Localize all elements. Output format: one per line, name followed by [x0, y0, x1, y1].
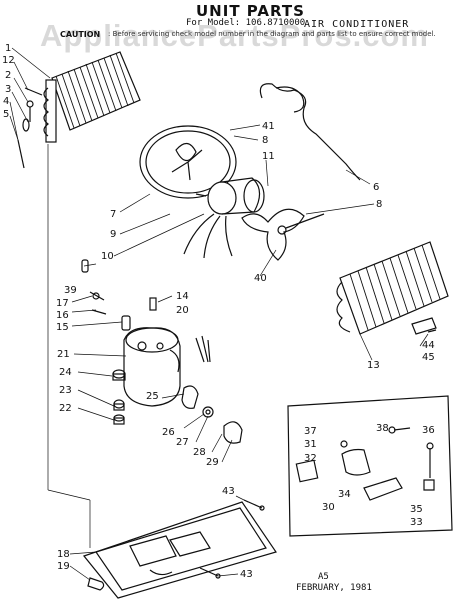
part-label-21: 21: [57, 349, 70, 360]
part-label-35: 35: [410, 504, 423, 515]
part-label-19: 19: [57, 561, 70, 572]
part-label-43-upper: 43: [222, 486, 235, 497]
part-label-40: 40: [254, 273, 267, 284]
part-label-28: 28: [193, 447, 206, 458]
part-label-4: 4: [3, 96, 10, 107]
part-label-7: 7: [110, 209, 117, 220]
part-label-37: 37: [304, 426, 317, 437]
part-label-20: 20: [176, 305, 189, 316]
tube-loop: [275, 86, 305, 113]
base-pan: [82, 501, 277, 599]
leader-lines: [9, 47, 429, 581]
part-label-10: 10: [101, 251, 114, 262]
part-label-25: 25: [146, 391, 159, 402]
fittings-left: [17, 87, 43, 169]
part-label-31: 31: [304, 439, 317, 450]
part-label-18: 18: [57, 549, 70, 560]
small-parts: [81, 259, 157, 331]
part-label-6: 6: [373, 182, 380, 193]
caution-label: CAUTION: [60, 30, 101, 39]
fasteners: [87, 499, 265, 591]
part-label-14: 14: [176, 291, 189, 302]
footer-date: FEBRUARY, 1981: [296, 583, 372, 593]
model-number: For Model: 106.8710000: [186, 18, 306, 28]
part-label-1: 1: [5, 43, 12, 54]
part-label-24: 24: [59, 367, 72, 378]
capillary-tube: [259, 83, 361, 181]
part-label-15: 15: [56, 322, 69, 333]
part-label-17: 17: [56, 298, 69, 309]
louver-part: [411, 317, 437, 335]
part-label-34: 34: [338, 489, 351, 500]
part-label-30: 30: [322, 502, 335, 513]
mounting-grommets: [112, 369, 126, 425]
part-label-26: 26: [162, 427, 175, 438]
wire-leads: [195, 335, 211, 363]
part-label-13: 13: [367, 360, 380, 371]
part-label-29: 29: [206, 457, 219, 468]
diagram-title: UNIT PARTS: [196, 2, 305, 20]
part-label-9: 9: [110, 229, 117, 240]
condenser-coil: [43, 51, 141, 143]
part-label-27: 27: [176, 437, 189, 448]
part-label-33: 33: [410, 517, 423, 528]
part-label-3: 3: [5, 84, 12, 95]
part-label-41: 41: [262, 121, 275, 132]
part-label-23: 23: [59, 385, 72, 396]
fan-shroud: [139, 125, 237, 199]
blower-wheel: [241, 208, 325, 261]
part-label-16: 16: [56, 310, 69, 321]
evaporator-coil: [336, 241, 449, 335]
compressor: [123, 327, 181, 407]
fan-motor: [183, 177, 265, 259]
part-label-45: 45: [422, 352, 435, 363]
part-label-36: 36: [422, 425, 435, 436]
part-label-22: 22: [59, 403, 72, 414]
part-label-8-lower: 8: [376, 199, 383, 210]
caution-text: : Before servicing check model number in…: [108, 30, 436, 38]
product-name: AIR CONDITIONER: [304, 19, 410, 30]
part-label-11: 11: [262, 151, 275, 162]
terminal-cover: [181, 385, 243, 444]
part-label-39: 39: [64, 285, 77, 296]
part-label-44: 44: [422, 340, 435, 351]
part-label-2: 2: [5, 70, 12, 81]
part-label-5: 5: [3, 109, 10, 120]
part-label-8-upper: 8: [262, 135, 269, 146]
watermark: AppliancePartsPros.com: [40, 18, 429, 53]
footer-code: A5: [318, 572, 329, 582]
part-label-43-lower: 43: [240, 569, 253, 580]
part-label-32: 32: [304, 453, 317, 464]
part-label-38: 38: [376, 423, 389, 434]
part-label-12: 12: [2, 55, 15, 66]
control-callout-box: [287, 395, 453, 537]
